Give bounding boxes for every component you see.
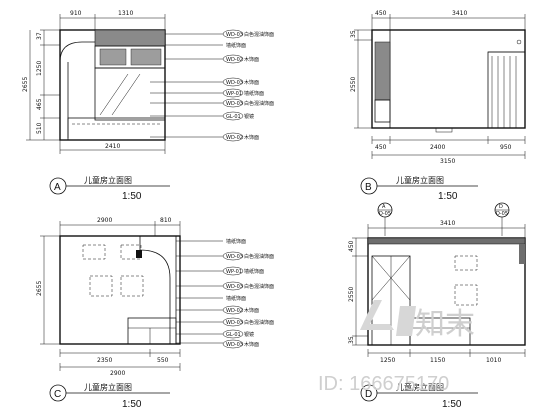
view-c-tag-6-code: WD-02 xyxy=(226,308,243,314)
view-d-dim-left-3: 35 xyxy=(348,336,355,344)
view-a-title: 儿童房立面图 xyxy=(84,175,132,185)
view-c-letter: C xyxy=(54,389,61,400)
view-c-dim-overall-w: 2900 xyxy=(110,370,125,377)
view-d-ref-d-sheet: D-05 xyxy=(496,211,508,217)
view-c-tag-3-text: 墙纸饰面 xyxy=(244,268,264,275)
view-d-dim-bottom-1: 1250 xyxy=(380,357,395,364)
view-c-tag-6-text: 木饰面 xyxy=(244,307,259,314)
view-c-tag-8-code: GL-01 xyxy=(226,332,241,338)
view-c-dim-top-1: 2900 xyxy=(97,217,112,224)
view-d-letter: D xyxy=(365,389,372,400)
view-a-tag-3-code: WD-02 xyxy=(226,57,243,63)
view-d-dim-bottom-2: 1150 xyxy=(430,357,445,364)
view-d-dim-left-1: 450 xyxy=(348,240,355,252)
view-a-scale: 1:50 xyxy=(122,191,142,202)
view-a-tag-6-text: 白色混油饰面 xyxy=(244,100,274,107)
watermark-logo-text: 知末 xyxy=(415,308,475,341)
view-d-ref-d-letter: D xyxy=(499,204,503,210)
view-b-dim-bottom-2: 2400 xyxy=(430,144,445,151)
view-a-dim-top-1: 910 xyxy=(70,10,82,17)
elevation-b: 450 3410 35 2550 450 2400 950 xyxy=(350,10,526,202)
elevation-d: A D-05 D D-05 3410 450 2550 35 xyxy=(348,202,526,410)
view-a-dim-left-1: 37 xyxy=(36,32,43,40)
view-a-tag-8-code: WD-02 xyxy=(226,135,243,141)
view-c-dim-top-2: 810 xyxy=(160,217,172,224)
view-a-tags: WD-03 白色混油饰面 墙纸饰面 WD-02 木饰面 WD-03 木饰面 WP… xyxy=(150,29,274,142)
view-a-dim-top-2: 1310 xyxy=(118,10,133,17)
view-b-dim-bottom-1: 450 xyxy=(375,144,387,151)
view-c-tag-2-code: WD-03 xyxy=(226,254,243,260)
view-b-dim-left-2: 2550 xyxy=(350,77,357,92)
view-c-tag-4-text: 白色混油饰面 xyxy=(244,283,274,290)
view-a-tag-6-code: WD-03 xyxy=(226,101,243,107)
view-d-section-ref-d: D D-05 xyxy=(494,202,510,236)
view-d-title: 儿童房立面图 xyxy=(396,382,444,392)
view-d-dim-top: 3410 xyxy=(440,220,455,227)
view-b-dim-overall-w: 3150 xyxy=(440,158,455,165)
view-c-title: 儿童房立面图 xyxy=(84,382,132,392)
view-b-dim-top-1: 450 xyxy=(375,10,387,17)
view-c-tag-7-code: WD-03 xyxy=(226,320,243,326)
view-a-tag-5-text: 墙纸饰面 xyxy=(244,90,264,97)
view-c-tag-3-code: WP-01 xyxy=(226,269,242,275)
view-d-ref-a-sheet: D-05 xyxy=(379,211,391,217)
view-a-tag-8-text: 木饰面 xyxy=(244,134,259,141)
view-c-tag-5-text: 墙纸饰面 xyxy=(226,295,246,302)
view-a-tag-2-text: 墙纸饰面 xyxy=(226,42,246,49)
view-b-scale: 1:50 xyxy=(438,191,458,202)
view-a-tag-4-code: WD-03 xyxy=(226,80,243,86)
view-a-dim-bottom: 2410 xyxy=(105,143,120,150)
elevation-c: 2900 810 2655 2350 550 2900 xyxy=(36,217,274,410)
view-d-section-ref-a: A D-05 xyxy=(377,202,393,236)
view-b-dim-bottom-3: 950 xyxy=(500,144,512,151)
view-c-tags: 墙纸饰面 WD-03 白色混油饰面 WP-01 墙纸饰面 WD-03 白色混油饰… xyxy=(176,238,274,349)
view-c-tag-4-code: WD-03 xyxy=(226,284,243,290)
view-a-dim-overall-h: 2655 xyxy=(22,77,29,92)
view-c-tag-8-text: 银镜 xyxy=(244,331,254,338)
view-c-dim-bottom-1: 2350 xyxy=(97,357,112,364)
elevation-a: 910 1310 37 1250 465 510 2655 xyxy=(22,10,274,202)
watermark-id-text: ID: 166675170 xyxy=(318,373,449,395)
view-a-tag-1-text: 白色混油饰面 xyxy=(244,31,274,38)
view-a-letter: A xyxy=(54,182,61,193)
view-a-dim-left-2: 1250 xyxy=(36,61,43,76)
view-b-title: 儿童房立面图 xyxy=(396,175,444,185)
view-c-tag-9-code: WD-03 xyxy=(226,342,243,348)
view-a-tag-1-code: WD-03 xyxy=(226,32,243,38)
view-b-dim-top-2: 3410 xyxy=(452,10,467,17)
view-d-scale: 1:50 xyxy=(442,399,462,410)
view-c-dim-left: 2655 xyxy=(36,281,43,296)
view-a-tag-7-code: GL-01 xyxy=(226,114,241,120)
view-c-dim-bottom-2: 550 xyxy=(157,357,169,364)
view-a-tag-4-text: 木饰面 xyxy=(244,79,259,86)
view-d-ref-a-letter: A xyxy=(382,204,386,210)
view-c-tag-2-text: 白色混油饰面 xyxy=(244,253,274,260)
view-a-dim-left-4: 510 xyxy=(36,122,43,134)
view-c-tag-1-text: 墙纸饰面 xyxy=(226,238,246,245)
view-d-dim-bottom-3: 1010 xyxy=(486,357,501,364)
watermark: 知末 ID: 166675170 xyxy=(318,300,475,395)
view-a-tag-3-text: 木饰面 xyxy=(244,56,259,63)
view-c-scale: 1:50 xyxy=(122,399,142,410)
view-c-tag-7-text: 白色混油饰面 xyxy=(244,319,274,326)
view-d-dim-left-2: 2550 xyxy=(348,287,355,302)
view-c-tag-9-text: 木饰面 xyxy=(244,341,259,348)
view-b-dim-left-1: 35 xyxy=(350,30,357,38)
view-a-tag-7-text: 银镜 xyxy=(244,113,254,120)
view-a-tag-5-code: WP-01 xyxy=(226,91,242,97)
view-b-letter: B xyxy=(365,182,372,193)
view-a-dim-left-3: 465 xyxy=(36,98,43,110)
watermark-logo-icon xyxy=(360,300,416,336)
